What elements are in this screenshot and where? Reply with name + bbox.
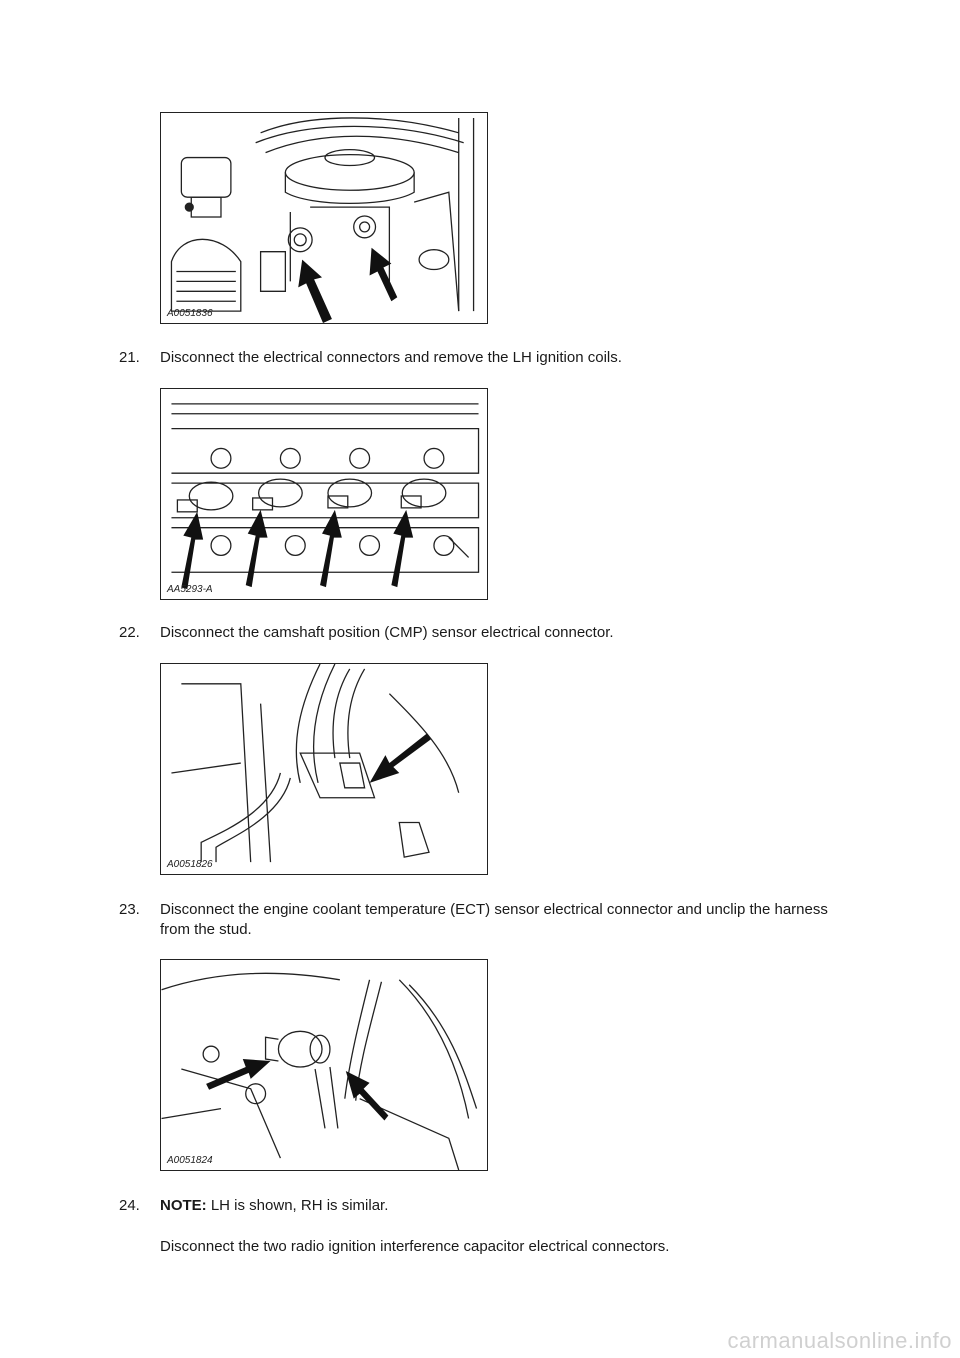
step-number: 24. [119,1197,140,1214]
figure-code: A0051824 [167,1155,213,1166]
figure-ignition-coils-drawing [171,403,480,590]
note-text: LH is shown, RH is similar. [206,1197,389,1214]
figure-egr-valve: A0051836 [160,112,488,324]
note-label: NOTE: [160,1197,207,1214]
step-note: NOTE: LH is shown, RH is similar. [160,1196,840,1216]
figure-ect-sensor-drawing [161,972,478,1170]
figure-code: A0051826 [167,859,213,870]
step-24-text: Disconnect the two radio ignition interf… [160,1238,670,1255]
step-text: Disconnect the engine coolant temperatur… [160,901,828,938]
figure-ignition-coils: AA5293-A [160,388,488,600]
step-text: Disconnect the camshaft position (CMP) s… [160,624,614,641]
step-number: 21. [119,349,140,366]
figure-cmp-sensor: A0051826 [160,663,488,875]
figure-cmp-sensor-drawing [171,664,460,863]
figure-code: A0051836 [167,308,213,319]
step-number: 22. [119,624,140,641]
figure-code: AA5293-A [167,584,213,595]
figure-ect-sensor: A0051824 [160,959,488,1171]
figure-egr-valve-drawing [170,117,475,323]
watermark: carmanualsonline.info [727,1328,952,1353]
step-text: Disconnect the electrical connectors and… [160,349,622,366]
step-number: 23. [119,901,140,918]
